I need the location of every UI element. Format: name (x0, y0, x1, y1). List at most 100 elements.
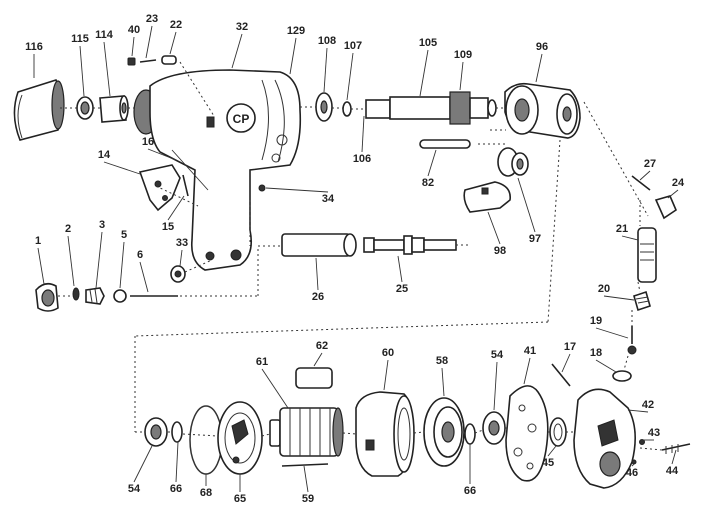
leader-line (131, 36, 135, 57)
part-number-label: 66 (170, 483, 182, 495)
part-number-label: 115 (71, 33, 89, 45)
leader-line (487, 211, 501, 245)
leader-line (323, 47, 328, 93)
rotor-part (269, 407, 344, 457)
part-number-label: 1 (35, 235, 41, 247)
leader-line (441, 367, 445, 397)
part-number-label: 19 (590, 315, 602, 327)
part-number-label: 106 (353, 153, 371, 165)
part-number-label: 59 (302, 493, 314, 505)
part-number-label: 5 (121, 229, 127, 241)
leader-line (119, 241, 125, 289)
part-number-label: 46 (626, 467, 638, 479)
dowel-pin-part (419, 139, 471, 149)
bearing-retainer-part (463, 181, 512, 213)
leader-line (627, 409, 649, 413)
reverse-valve-parts (612, 175, 677, 382)
leader-line (37, 247, 45, 285)
part-number-label: 97 (529, 233, 541, 245)
cp-brand-logo: CP (233, 112, 250, 126)
part-number-label: 54 (491, 349, 504, 361)
leader-line (517, 177, 536, 233)
part-number-label: 43 (648, 427, 660, 439)
leader-line (179, 249, 183, 267)
cylinder-part-lower (355, 391, 415, 477)
leader-line (561, 353, 571, 373)
leader-line (667, 189, 679, 199)
leader-line (133, 445, 153, 483)
leader-line (289, 37, 297, 75)
sleeve-part (281, 233, 357, 257)
part-number-label: 34 (322, 193, 335, 205)
rotor-shaft-part (365, 91, 497, 125)
leader-line (459, 61, 464, 91)
part-number-label: 108 (318, 35, 336, 47)
leader-line (261, 368, 289, 409)
part-number-label: 54 (128, 483, 141, 495)
leader-line (621, 235, 639, 241)
leader-line (397, 255, 403, 283)
part-number-label: 116 (25, 41, 43, 53)
cylinder-part (504, 82, 581, 139)
small-pins (127, 55, 177, 66)
part-number-label: 107 (344, 40, 362, 52)
leader-line (383, 359, 389, 391)
inlet-parts (35, 282, 178, 312)
part-number-label: 21 (616, 223, 628, 235)
vane-part (295, 367, 333, 389)
leader-line (95, 231, 103, 289)
part-number-label: 58 (436, 355, 448, 367)
part-number-label: 33 (176, 237, 188, 249)
part-number-label: 22 (170, 19, 182, 31)
leader-line (265, 187, 329, 193)
part-number-label: 82 (422, 177, 434, 189)
part-number-label: 15 (162, 221, 174, 233)
leader-line (103, 161, 141, 175)
part-number-label: 20 (598, 283, 610, 295)
part-number-label: 40 (128, 24, 140, 36)
trigger-lever-part (138, 164, 181, 212)
leader-line (523, 357, 531, 385)
cylinder-pin-part (281, 463, 329, 467)
leader-line (79, 45, 85, 97)
nut-part (170, 265, 186, 283)
leader-line (671, 449, 677, 465)
part-number-label: 68 (200, 487, 212, 499)
seal-part-left (171, 421, 183, 443)
leader-line (595, 359, 617, 373)
ring-part (76, 96, 94, 120)
leader-line (169, 31, 177, 55)
leader-line (103, 41, 111, 97)
part-number-label: 60 (382, 347, 394, 359)
rear-end-plate-part (217, 401, 263, 475)
part-number-label: 23 (146, 13, 158, 25)
leader-line (535, 53, 543, 83)
part-number-label: 98 (494, 245, 506, 257)
gasket-part (189, 405, 223, 475)
label-leader-lines (33, 25, 679, 493)
leader-line (346, 52, 354, 101)
boot-part (13, 79, 65, 141)
leader-line (313, 352, 323, 367)
part-number-label: 114 (95, 29, 114, 41)
leader-line (547, 445, 557, 457)
leader-line (167, 195, 185, 221)
end-plate-part (497, 147, 529, 177)
leader-line (145, 25, 153, 59)
leader-line (147, 148, 177, 161)
front-end-plate-part (423, 397, 465, 467)
washer-part (315, 92, 333, 122)
leader-line (175, 441, 179, 483)
motor-gasket-part (505, 385, 549, 482)
part-number-label: 96 (536, 41, 548, 53)
valve-stem-part (363, 235, 457, 255)
part-number-label: 66 (464, 485, 476, 497)
leader-line (231, 33, 243, 69)
part-number-label: 42 (642, 399, 654, 411)
leader-line (315, 257, 319, 291)
leader-line (427, 149, 437, 177)
part-number-label: 16 (142, 136, 154, 148)
back-cap-part (573, 388, 636, 489)
